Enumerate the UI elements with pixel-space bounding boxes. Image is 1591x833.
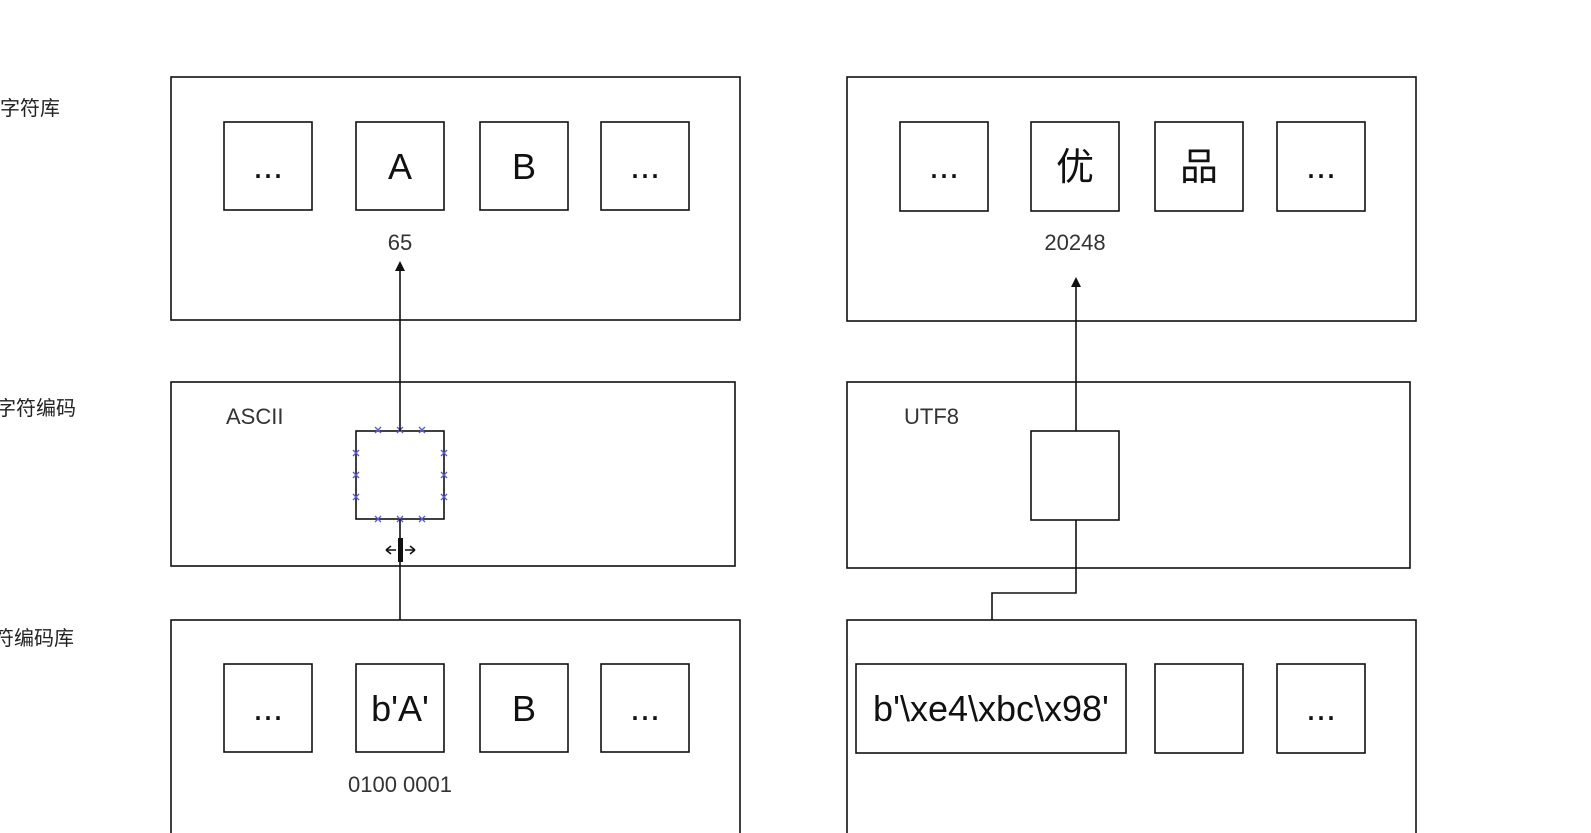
left-encoded-cell-0[interactable]: ... xyxy=(223,663,313,753)
left-charset-cell-0-label: ... xyxy=(253,145,283,186)
left-charset-code-label: 65 xyxy=(388,230,412,255)
left-encoding-frame[interactable] xyxy=(170,381,736,567)
left-encoded-cell-2[interactable]: B xyxy=(479,663,569,753)
row-label-character-encoding: 字符编码 xyxy=(0,396,76,420)
right-charset-cell-1[interactable]: 优 xyxy=(1030,121,1120,212)
right-encoding-frame[interactable] xyxy=(846,381,1411,569)
left-charset-cell-2-label: B xyxy=(512,146,536,187)
left-encoded-cell-1[interactable]: b'A' xyxy=(355,663,445,753)
horizontal-resize-cursor-icon xyxy=(385,538,416,562)
left-binary-label: 0100 0001 xyxy=(348,772,452,797)
right-encoded-cell-1[interactable] xyxy=(1154,663,1244,754)
left-encoded-cell-3[interactable]: ... xyxy=(600,663,690,753)
right-encoded-cell-2-label: ... xyxy=(1306,687,1336,728)
right-encoding-name-label: UTF8 xyxy=(904,404,959,429)
left-encoded-cell-1-label: b'A' xyxy=(371,688,429,729)
left-charset-cell-3[interactable]: ... xyxy=(600,121,690,211)
left-charset-cell-1-label: A xyxy=(388,146,412,187)
right-charset-cell-0-label: ... xyxy=(929,145,959,186)
left-encoded-cell-2-label: B xyxy=(512,688,536,729)
right-charset-code-label: 20248 xyxy=(1044,230,1105,255)
left-encoded-cell-0-label: ... xyxy=(253,687,283,728)
right-charset-cell-1-label: 优 xyxy=(1056,145,1094,189)
left-charset-cell-2[interactable]: B xyxy=(479,121,569,211)
right-charset-cell-2-label: 品 xyxy=(1180,145,1218,189)
left-charset-cell-0[interactable]: ... xyxy=(223,121,313,211)
right-encoder-node[interactable] xyxy=(1030,430,1120,521)
right-encoded-cell-2[interactable]: ... xyxy=(1276,663,1366,754)
right-encoded-cell-0-label: b'\xe4\xbc\x98' xyxy=(873,688,1109,729)
left-charset-cell-1[interactable]: A xyxy=(355,121,445,211)
left-encoding-name-label: ASCII xyxy=(226,404,283,429)
right-charset-cell-3[interactable]: ... xyxy=(1276,121,1366,212)
left-encoded-cell-3-label: ... xyxy=(630,687,660,728)
row-label-character-set: 字符库 xyxy=(0,96,60,120)
row-label-encoding-set: 符编码库 xyxy=(0,626,74,650)
right-charset-cell-3-label: ... xyxy=(1306,145,1336,186)
left-charset-cell-3-label: ... xyxy=(630,145,660,186)
right-encoded-cell-0[interactable]: b'\xe4\xbc\x98' xyxy=(855,663,1127,754)
right-charset-cell-2[interactable]: 品 xyxy=(1154,121,1244,212)
left-encoder-node[interactable] xyxy=(355,430,445,520)
selection-handle-icon[interactable] xyxy=(352,426,448,523)
right-charset-cell-0[interactable]: ... xyxy=(899,121,989,212)
